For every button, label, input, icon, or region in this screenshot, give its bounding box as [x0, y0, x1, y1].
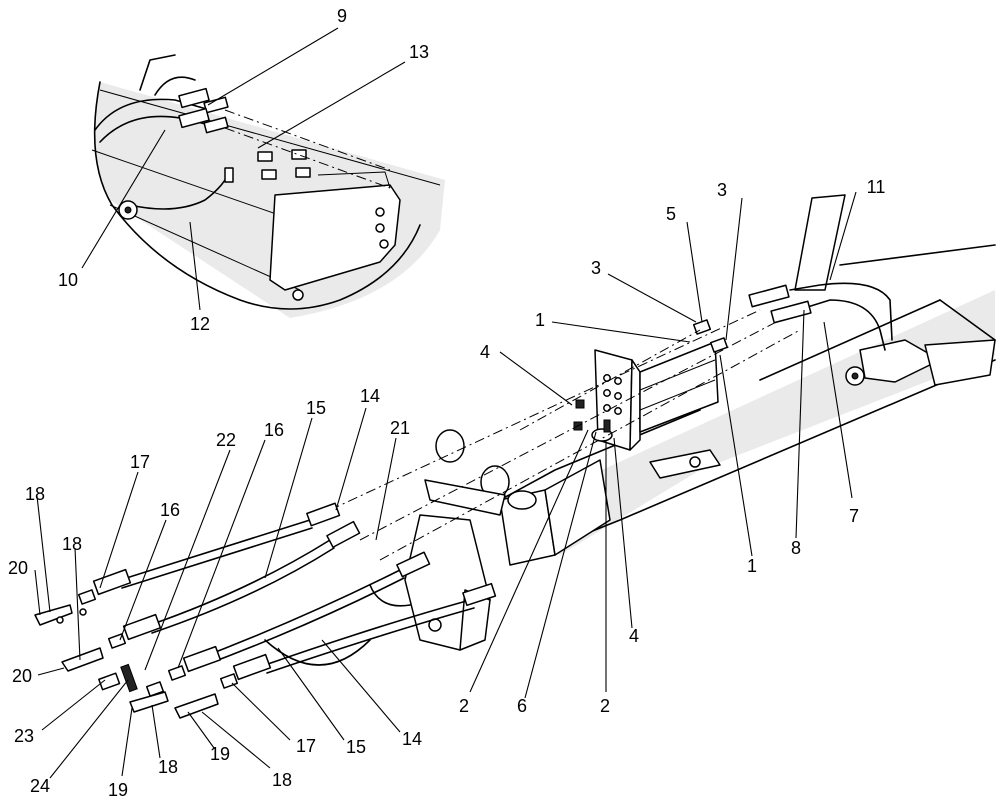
callout-2: 2 [459, 696, 469, 716]
callout-18d: 18 [272, 770, 292, 790]
callout-20b: 20 [12, 666, 32, 686]
callout-16b: 16 [160, 500, 180, 520]
inset-detail-view [91, 54, 445, 318]
main-frame-beam [329, 194, 996, 651]
hydraulic-hoses [34, 502, 497, 719]
callout-18c: 18 [158, 757, 178, 777]
callout-10: 10 [58, 270, 78, 290]
callout-17b: 17 [296, 736, 316, 756]
callout-6: 6 [517, 696, 527, 716]
callout-23: 23 [14, 726, 34, 746]
callout-11: 11 [867, 177, 886, 197]
callout-2b: 2 [600, 696, 610, 716]
callout-12: 12 [190, 314, 210, 334]
callout-15: 15 [306, 398, 326, 418]
callout-19b: 19 [210, 744, 230, 764]
callout-17: 17 [130, 452, 150, 472]
callout-24: 24 [30, 776, 50, 796]
callout-20: 20 [8, 558, 28, 578]
callout-leaders: 9 13 3 5 11 3 1 4 10 12 15 14 22 16 21 1… [8, 6, 885, 800]
callout-14b: 14 [402, 729, 422, 749]
callout-21: 21 [390, 418, 410, 438]
callout-16: 16 [264, 420, 284, 440]
callout-7: 7 [849, 506, 859, 526]
callout-1b: 1 [747, 556, 757, 576]
callout-1: 1 [535, 310, 545, 330]
callout-3: 3 [717, 180, 727, 200]
callout-19: 19 [108, 780, 128, 800]
callout-18: 18 [25, 484, 45, 504]
callout-15b: 15 [346, 737, 366, 757]
callout-4b: 4 [629, 626, 639, 646]
callout-5: 5 [666, 204, 676, 224]
callout-4: 4 [480, 342, 490, 362]
callout-18b: 18 [62, 534, 82, 554]
callout-9: 9 [337, 6, 347, 26]
callout-14: 14 [360, 386, 380, 406]
callout-22: 22 [216, 430, 236, 450]
callout-3b: 3 [591, 258, 601, 278]
callout-8: 8 [791, 538, 801, 558]
callout-13: 13 [409, 42, 429, 62]
